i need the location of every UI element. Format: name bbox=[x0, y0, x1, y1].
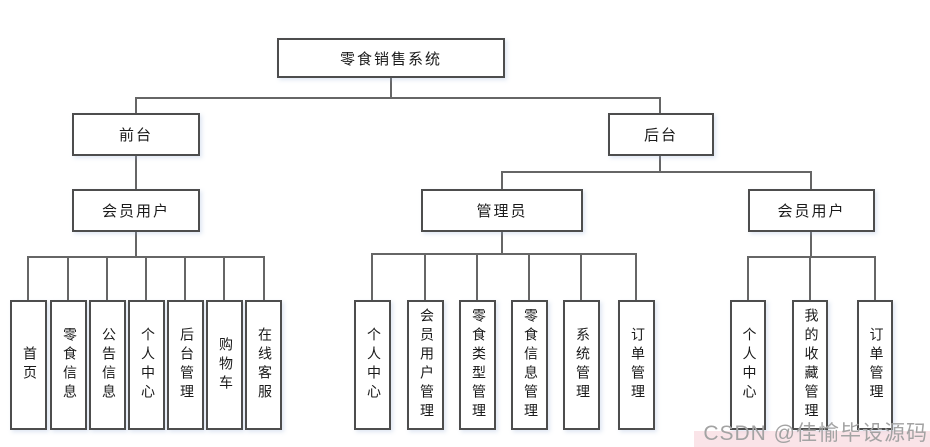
connector-line bbox=[747, 256, 876, 258]
leaf-backstage-manage: 后台管理 bbox=[167, 300, 204, 430]
leaf-snack-info-manage: 零食信息管理 bbox=[511, 300, 548, 430]
connector-line bbox=[810, 171, 812, 189]
leaf-order-manage: 订单管理 bbox=[618, 300, 655, 430]
connector-line bbox=[223, 256, 225, 300]
watermark-highlight-bar bbox=[694, 431, 930, 447]
leaf-admin-personal-center: 个人中心 bbox=[354, 300, 391, 430]
node-root-system: 零食销售系统 bbox=[277, 38, 505, 78]
connector-line bbox=[371, 253, 373, 300]
connector-line bbox=[747, 256, 749, 300]
connector-line bbox=[810, 232, 812, 258]
connector-line bbox=[135, 156, 137, 189]
connector-line bbox=[135, 97, 137, 113]
node-back-desk: 后台 bbox=[608, 113, 714, 156]
leaf-notice-info: 公告信息 bbox=[89, 300, 126, 430]
leaf-member-personal-center: 个人中心 bbox=[730, 300, 766, 430]
connector-line bbox=[106, 256, 108, 300]
leaf-online-service: 在线客服 bbox=[245, 300, 282, 430]
connector-line bbox=[371, 253, 637, 255]
connector-line bbox=[424, 253, 426, 300]
csdn-watermark: CSDN @佳愉毕设源码 bbox=[703, 422, 928, 445]
connector-line bbox=[501, 171, 503, 189]
connector-line bbox=[67, 256, 69, 300]
node-back-member-user: 会员用户 bbox=[748, 189, 875, 232]
leaf-system-manage: 系统管理 bbox=[563, 300, 600, 430]
connector-line bbox=[809, 256, 811, 300]
leaf-snack-type-manage: 零食类型管理 bbox=[459, 300, 496, 430]
connector-line bbox=[659, 97, 661, 113]
connector-line bbox=[145, 256, 147, 300]
node-admin: 管理员 bbox=[421, 189, 583, 232]
connector-line bbox=[135, 232, 137, 258]
leaf-home: 首页 bbox=[10, 300, 47, 430]
leaf-personal-center: 个人中心 bbox=[128, 300, 165, 430]
connector-line bbox=[390, 78, 392, 98]
connector-line bbox=[501, 171, 812, 173]
connector-line bbox=[635, 253, 637, 300]
connector-line bbox=[874, 256, 876, 300]
leaf-shopping-cart: 购物车 bbox=[206, 300, 243, 430]
connector-line bbox=[659, 156, 661, 173]
connector-line bbox=[184, 256, 186, 300]
connector-line bbox=[501, 232, 503, 255]
leaf-member-user-manage: 会员用户管理 bbox=[407, 300, 444, 430]
node-front-desk: 前台 bbox=[72, 113, 200, 156]
leaf-my-favorites-manage: 我的收藏管理 bbox=[792, 300, 828, 430]
connector-line bbox=[528, 253, 530, 300]
connector-line bbox=[580, 253, 582, 300]
connector-line bbox=[263, 256, 265, 300]
node-front-member-user: 会员用户 bbox=[72, 189, 200, 232]
connector-line bbox=[135, 97, 661, 99]
connector-line bbox=[476, 253, 478, 300]
connector-line bbox=[27, 256, 29, 300]
leaf-member-order-manage: 订单管理 bbox=[857, 300, 893, 430]
leaf-snack-info: 零食信息 bbox=[50, 300, 87, 430]
